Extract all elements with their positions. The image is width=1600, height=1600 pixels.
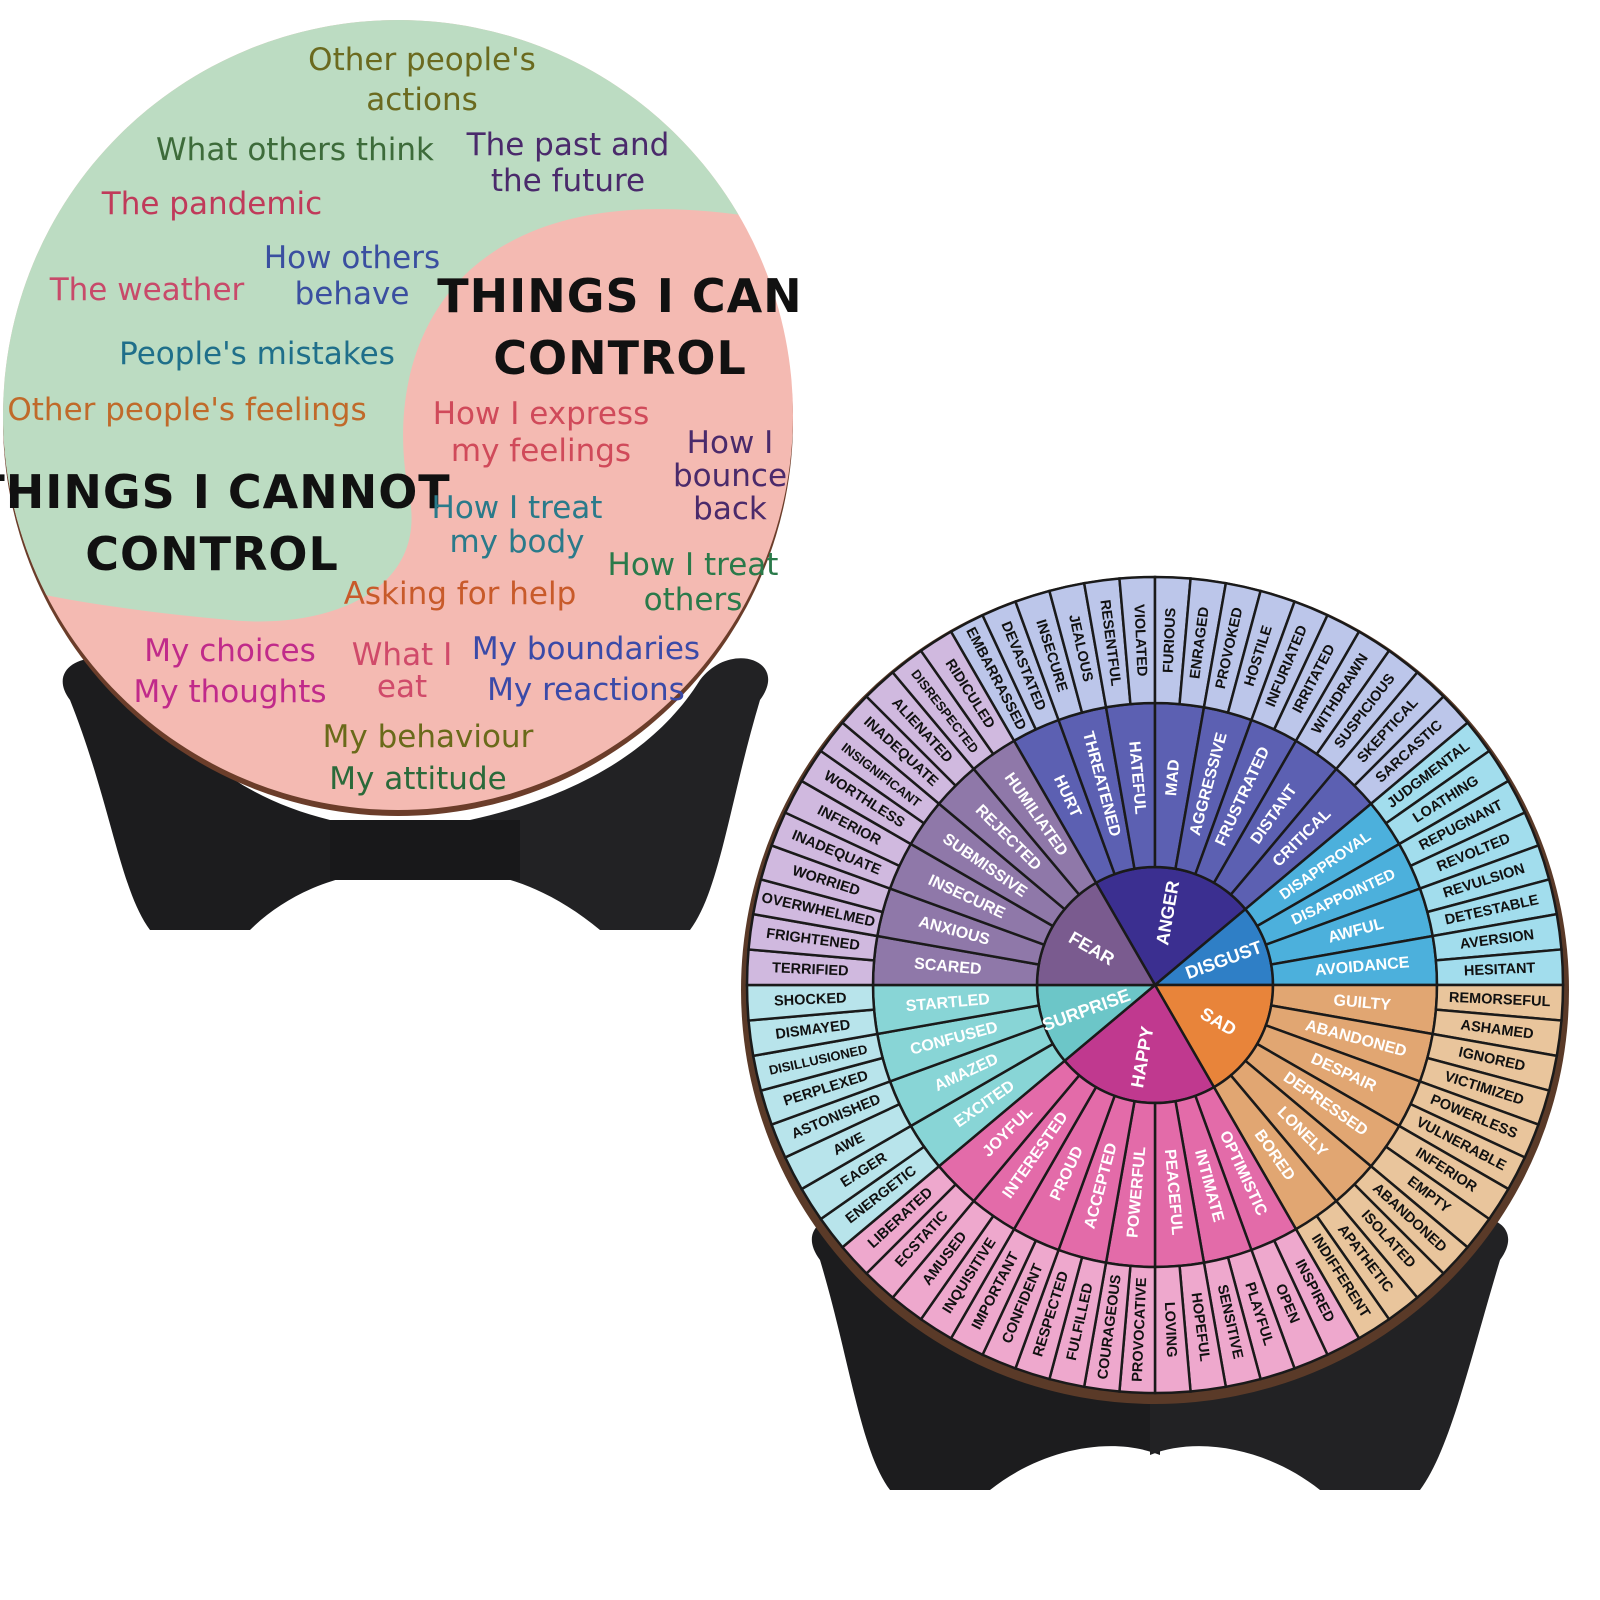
cannot-control-heading-line: THINGS I CANNOT bbox=[0, 465, 451, 519]
cannot-control-item-line: behave bbox=[295, 276, 410, 312]
outer-emotion-label: LOVING bbox=[1161, 1302, 1179, 1358]
outer-emotion-label: SHOCKED bbox=[774, 990, 847, 1009]
control-circle-plaque: THINGS I CAN CONTROL THINGS I CANNOT CONTRO… bbox=[0, 20, 802, 816]
can-control-item-line: What I bbox=[352, 637, 452, 673]
cannot-control-item-line: actions bbox=[366, 82, 478, 118]
cannot-control-item: What others think bbox=[156, 132, 434, 168]
cannot-control-item: The weather bbox=[49, 272, 245, 308]
cannot-control-item-line: The past and bbox=[466, 127, 670, 163]
can-control-item: My choices My thoughts bbox=[134, 633, 327, 710]
cannot-control-item-line: How others bbox=[264, 240, 440, 276]
cannot-control-item-line: The pandemic bbox=[101, 186, 322, 222]
cannot-control-item: Other people's actions bbox=[308, 42, 536, 118]
can-control-heading-line: CONTROL bbox=[493, 331, 747, 385]
outer-emotion-label: TERRIFIED bbox=[772, 960, 849, 979]
can-control-item-line: My attitude bbox=[329, 761, 506, 797]
cannot-control-item-line: The weather bbox=[49, 272, 245, 308]
outer-emotion-label: HESITANT bbox=[1464, 960, 1536, 979]
can-control-item: Asking for help bbox=[344, 576, 577, 612]
can-control-item-line: eat bbox=[377, 669, 427, 705]
can-control-item-line: Asking for help bbox=[344, 576, 577, 612]
can-control-heading: THINGS I CAN CONTROL bbox=[437, 269, 802, 385]
cannot-control-item-line: Other people's bbox=[308, 42, 536, 78]
cannot-control-item-line: What others think bbox=[156, 132, 434, 168]
can-control-item-line: bounce bbox=[673, 458, 787, 494]
can-control-item: My behaviour bbox=[323, 719, 534, 755]
can-control-item-line: How I express bbox=[433, 396, 649, 432]
can-control-item-line: My reactions bbox=[487, 672, 685, 708]
cannot-control-item-line: the future bbox=[491, 163, 645, 199]
can-control-item-line: How I bbox=[687, 425, 774, 461]
cannot-control-item-line: People's mistakes bbox=[119, 336, 395, 372]
cannot-control-heading-line: CONTROL bbox=[85, 527, 339, 581]
can-control-item: My attitude bbox=[329, 761, 506, 797]
cannot-control-heading: THINGS I CANNOT CONTROL bbox=[0, 465, 451, 581]
middle-emotion-label: GUILTY bbox=[1333, 992, 1392, 1014]
cannot-control-item: Other people's feelings bbox=[7, 392, 366, 428]
outer-emotion-label: VIOLATED bbox=[1130, 604, 1149, 677]
can-control-item-line: How I treat bbox=[608, 547, 779, 583]
cannot-control-item-line: Other people's feelings bbox=[7, 392, 366, 428]
can-control-item-line: My boundaries bbox=[472, 631, 700, 667]
cannot-control-item: People's mistakes bbox=[119, 336, 395, 372]
can-control-item-line: My choices bbox=[144, 633, 315, 669]
can-control-item: My boundaries My reactions bbox=[472, 631, 700, 708]
outer-emotion-label: REMORSEFUL bbox=[1449, 990, 1551, 1010]
outer-emotion-label: FURIOUS bbox=[1161, 607, 1180, 673]
can-control-item-line: others bbox=[644, 582, 743, 618]
cannot-control-item: The pandemic bbox=[101, 186, 322, 222]
can-control-item-line: back bbox=[693, 491, 767, 527]
outer-segment bbox=[919, 629, 1016, 756]
can-control-item-line: My behaviour bbox=[323, 719, 534, 755]
can-control-heading-line: THINGS I CAN bbox=[437, 269, 802, 323]
outer-emotion-label: PROVOCATIVE bbox=[1130, 1277, 1151, 1382]
can-control-item-line: My thoughts bbox=[134, 674, 327, 710]
middle-emotion-label: SCARED bbox=[913, 955, 982, 978]
middle-emotion-label: HATEFUL bbox=[1125, 740, 1148, 815]
can-control-item-line: my body bbox=[449, 524, 584, 560]
can-control-item-line: How I treat bbox=[432, 490, 603, 526]
middle-emotion-label: MAD bbox=[1163, 759, 1183, 797]
outside-area bbox=[3, 20, 793, 622]
can-control-item-line: my feelings bbox=[451, 433, 631, 469]
